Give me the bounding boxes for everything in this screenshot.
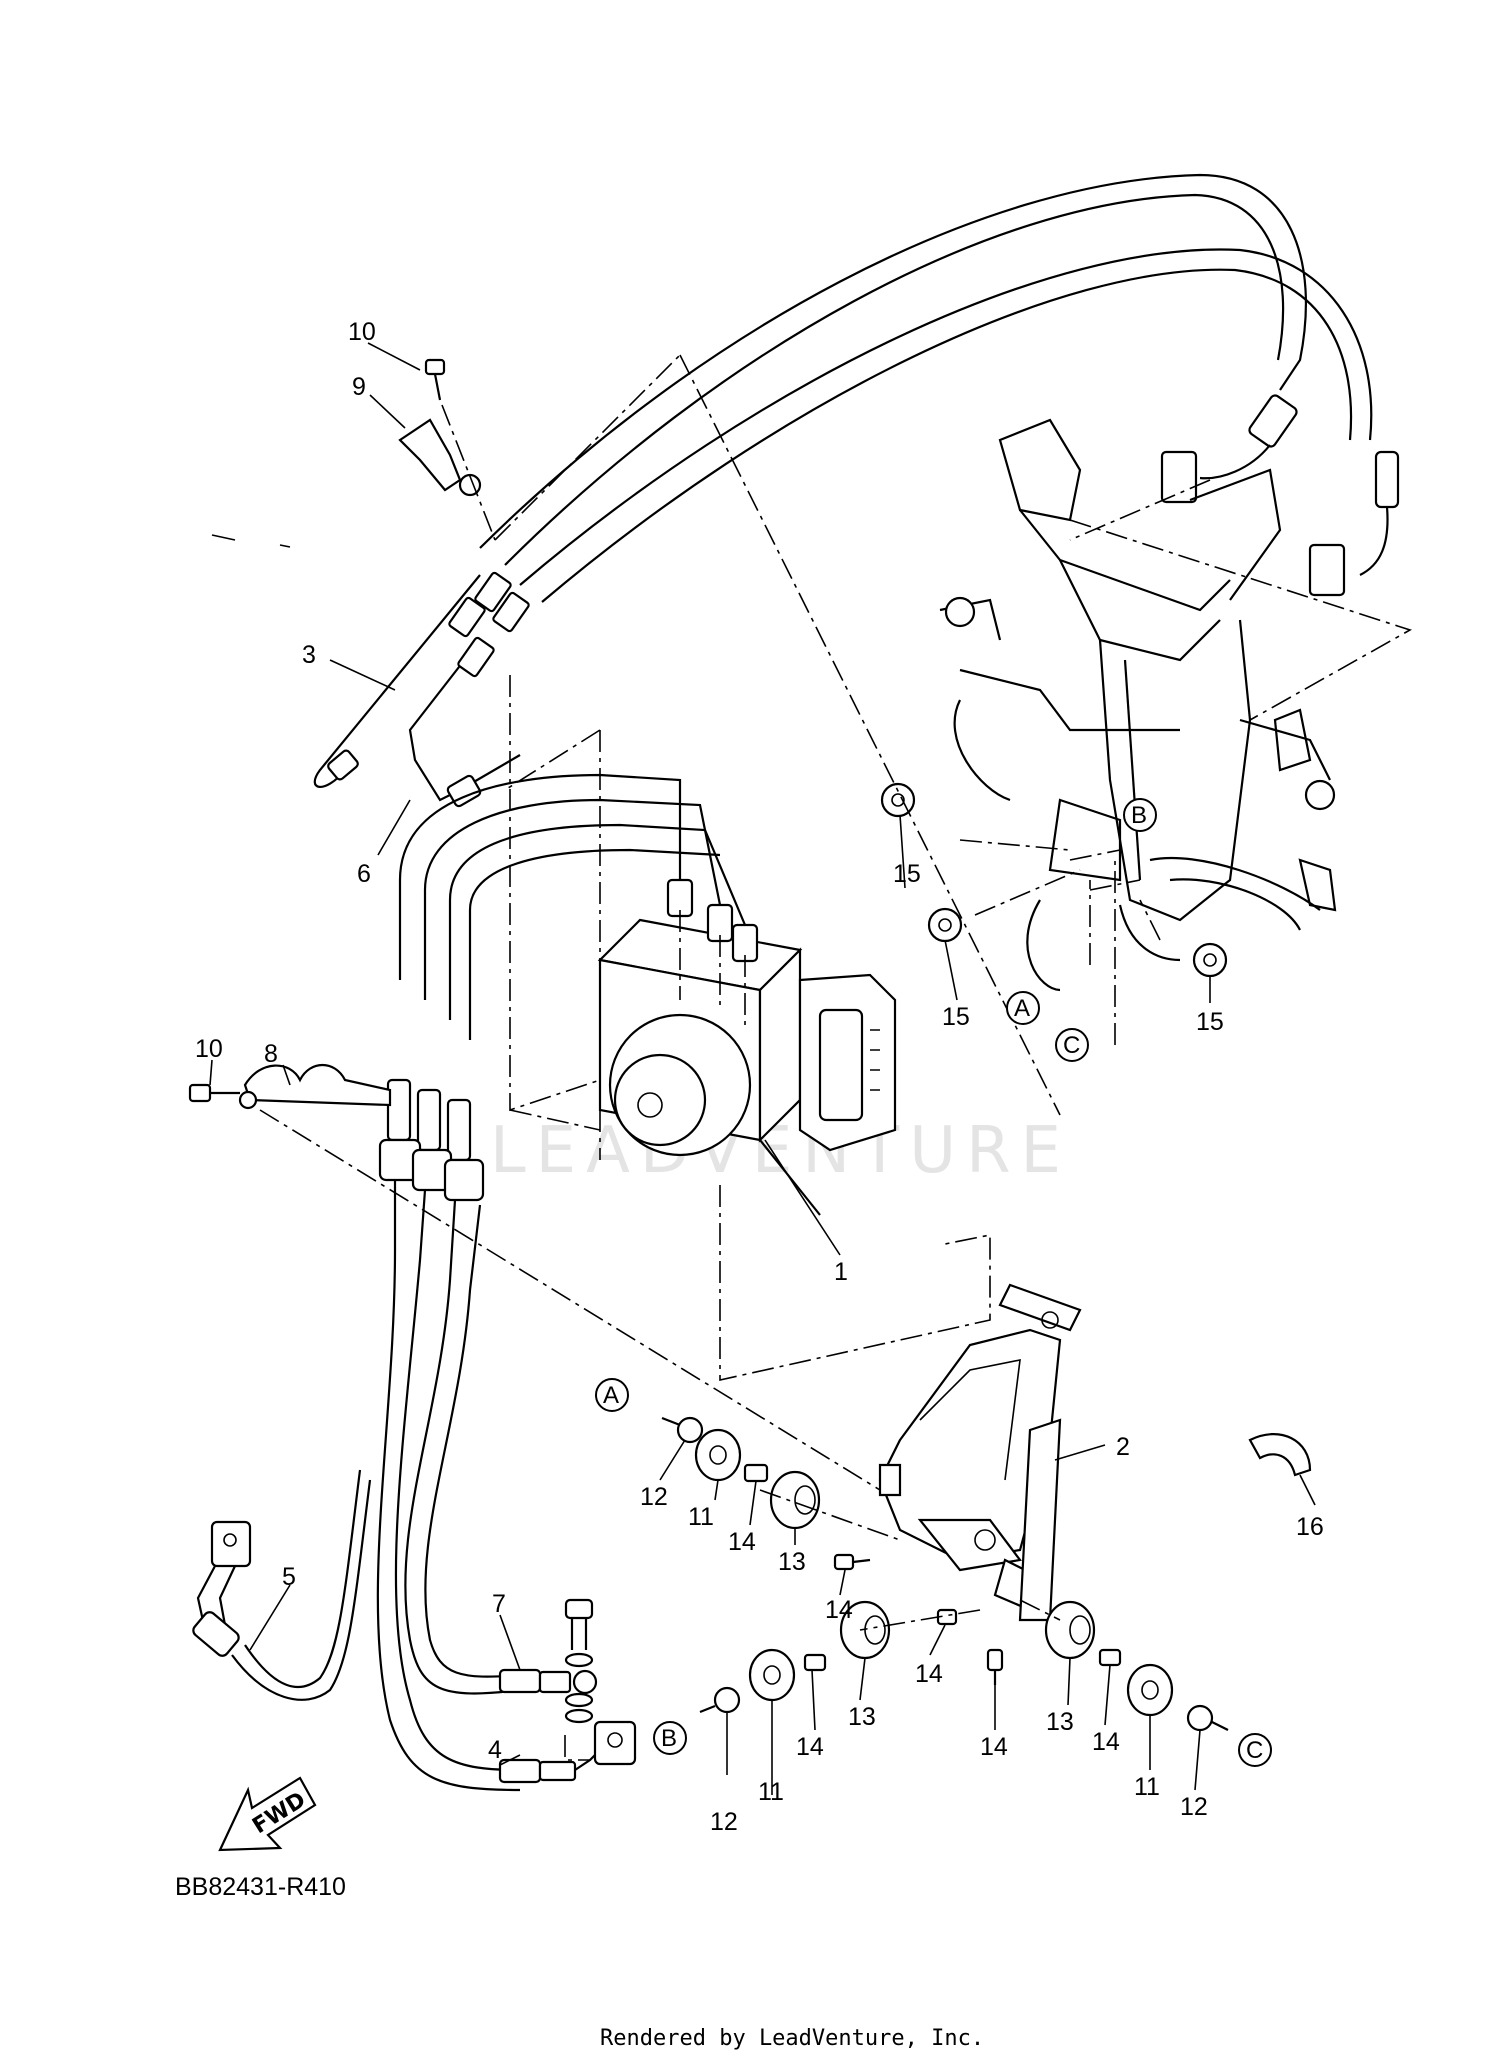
banjo-bolt-stack xyxy=(564,1598,594,1724)
nut-15 xyxy=(1192,942,1228,978)
reference-mark-b-top: B xyxy=(1123,798,1157,832)
hose-4-end xyxy=(498,1720,637,1784)
hose-clamp-9 xyxy=(398,418,482,497)
brake-hose-7 xyxy=(404,1199,521,1695)
callout-12: 12 xyxy=(710,1808,738,1836)
hose-clamp-8 xyxy=(243,1064,392,1107)
callout-14: 14 xyxy=(728,1528,756,1556)
bolt-14-vertical xyxy=(986,1648,1004,1685)
svg-text:B: B xyxy=(1131,802,1147,829)
grommet-13-a xyxy=(769,1470,821,1530)
callout-5: 5 xyxy=(282,1563,296,1591)
callout-11: 11 xyxy=(1134,1773,1160,1801)
hose-end-fittings xyxy=(448,571,530,678)
callout-11: 11 xyxy=(688,1503,714,1531)
bolt-head xyxy=(944,596,976,628)
bolt-12-a xyxy=(661,1416,704,1444)
callout-13: 13 xyxy=(1046,1708,1074,1736)
forward-direction-arrow: FWD xyxy=(218,1776,317,1852)
callout-3: 3 xyxy=(302,641,316,669)
callout-11: 11 xyxy=(758,1778,784,1806)
callout-13: 13 xyxy=(848,1703,876,1731)
svg-text:C: C xyxy=(1063,1032,1080,1059)
abs-inlet-pipes xyxy=(398,773,759,1040)
abs-hydraulic-unit xyxy=(597,918,897,1157)
clip-16 xyxy=(1248,1433,1312,1477)
bolt-14-center xyxy=(833,1553,871,1571)
callout-15: 15 xyxy=(1196,1008,1224,1036)
bolt-10-top xyxy=(424,358,446,401)
nut-15 xyxy=(880,782,916,818)
callout-4: 4 xyxy=(488,1736,502,1764)
bolt-12-c xyxy=(1186,1704,1229,1732)
brake-hose-5 xyxy=(192,1469,372,1701)
svg-text:A: A xyxy=(603,1382,619,1409)
leader-lines xyxy=(209,342,1316,1795)
callout-14: 14 xyxy=(915,1660,943,1688)
brake-pipe-6 xyxy=(408,639,521,808)
pipe-fitting-column xyxy=(378,1078,485,1202)
reference-mark-c-top: C xyxy=(1055,1028,1089,1062)
svg-text:C: C xyxy=(1246,1737,1263,1764)
callout-1: 1 xyxy=(834,1258,848,1286)
bolt-10-left xyxy=(188,1083,258,1110)
callout-14: 14 xyxy=(1092,1728,1120,1756)
svg-text:A: A xyxy=(1014,995,1030,1022)
collar-14-a xyxy=(743,1463,769,1483)
grommet-13-c xyxy=(1044,1600,1096,1660)
callout-16: 16 xyxy=(1296,1513,1324,1541)
abs-mounting-bracket xyxy=(878,1283,1082,1622)
frame-bracket-assembly xyxy=(939,418,1337,992)
hose-fitting xyxy=(1374,450,1400,509)
brake-pipe-3 xyxy=(313,574,481,788)
callout-13: 13 xyxy=(778,1548,806,1576)
diagram-code: BB82431-R410 xyxy=(175,1873,346,1901)
hose-7-end xyxy=(498,1668,598,1695)
callout-9: 9 xyxy=(352,373,366,401)
hose-joint-block xyxy=(1308,543,1346,597)
callout-14: 14 xyxy=(796,1733,824,1761)
reference-mark-a-bottom: A xyxy=(595,1378,629,1412)
bolt-head xyxy=(1304,779,1336,811)
callout-14: 14 xyxy=(825,1596,853,1624)
collar-14-b xyxy=(803,1653,827,1672)
damper-11-c xyxy=(1126,1663,1174,1717)
collar-14-c xyxy=(1098,1648,1122,1667)
callout-labels: 10 9 3 6 10 8 1 2 16 15 15 15 5 7 4 12 1… xyxy=(195,318,1324,1836)
callout-10: 10 xyxy=(348,318,376,346)
callout-2: 2 xyxy=(1116,1433,1130,1461)
damper-11-b xyxy=(748,1648,796,1702)
callout-12: 12 xyxy=(1180,1793,1208,1821)
damper-11-a xyxy=(694,1428,742,1482)
render-credit: Rendered by LeadVenture, Inc. xyxy=(600,2026,984,2051)
callout-15: 15 xyxy=(942,1003,970,1031)
callout-12: 12 xyxy=(640,1483,668,1511)
callout-7: 7 xyxy=(492,1590,506,1618)
hose-joint-block xyxy=(1160,450,1198,504)
callout-14: 14 xyxy=(980,1733,1008,1761)
nut-15 xyxy=(927,907,963,943)
brake-hose-4 xyxy=(376,1180,521,1792)
callout-10: 10 xyxy=(195,1035,223,1063)
reference-mark-b-bottom: B xyxy=(653,1721,687,1755)
callout-15: 15 xyxy=(893,860,921,888)
brake-hose-3 xyxy=(479,173,1373,603)
callout-8: 8 xyxy=(264,1040,278,1068)
reference-mark-c-bottom: C xyxy=(1238,1733,1272,1767)
reference-mark-a-top: A xyxy=(1006,991,1040,1025)
hose-fitting xyxy=(1248,394,1298,448)
svg-text:B: B xyxy=(661,1725,677,1752)
bolt-12-b xyxy=(699,1686,741,1714)
callout-6: 6 xyxy=(357,860,371,888)
